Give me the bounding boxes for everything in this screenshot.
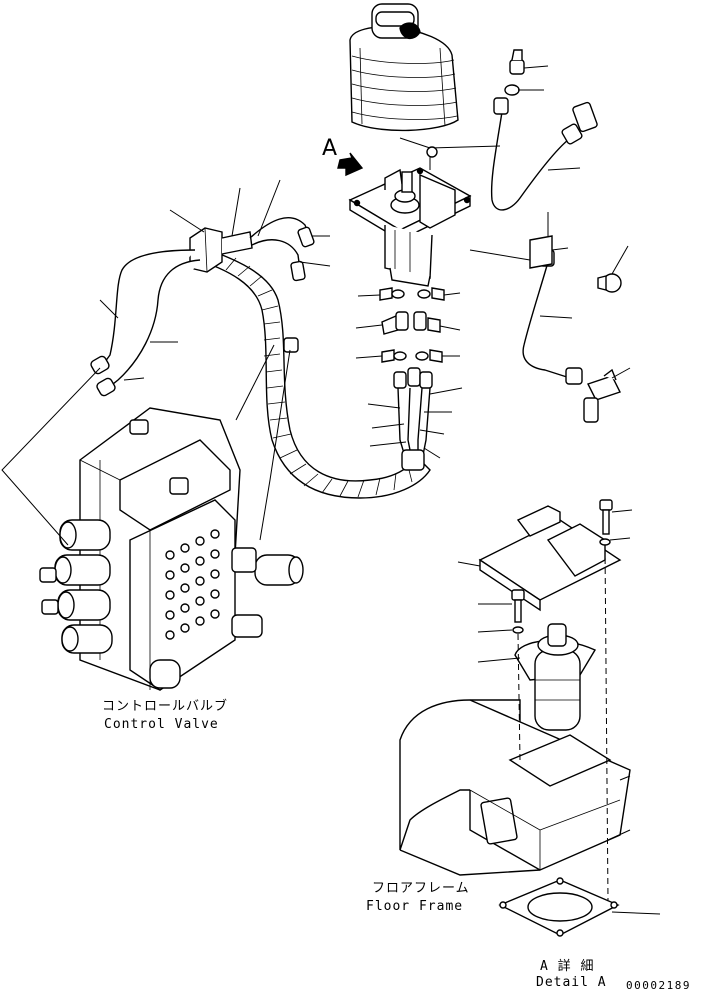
upper-hoses	[249, 217, 315, 282]
valve-solenoids	[39, 519, 113, 654]
control-valve-label-en: Control Valve	[104, 717, 219, 732]
detail-a	[399, 499, 631, 937]
left-hoses	[90, 249, 201, 397]
valve-leaders	[1, 344, 291, 546]
drawing-number: 00002189	[626, 979, 691, 992]
right-middle-hose	[522, 249, 622, 423]
lever-knob	[371, 3, 421, 39]
lever-boot	[349, 26, 459, 132]
valve-ports	[165, 529, 220, 640]
callout-leaders	[99, 65, 661, 915]
detail-a-label-jp: A 詳 細	[540, 959, 595, 974]
floor-frame-label-jp: フロアフレーム	[372, 881, 470, 896]
fittings-stack	[379, 287, 445, 389]
detail-arrow	[337, 152, 364, 177]
floor-frame-label-en: Floor Frame	[366, 899, 464, 914]
detail-marker-a: A	[322, 136, 338, 161]
right-upper-hose	[490, 49, 598, 211]
pilot-valve	[348, 167, 472, 287]
valve-right-plugs	[149, 547, 304, 689]
control-valve-label-jp: コントロールバルブ	[102, 699, 229, 714]
control-valve	[39, 407, 304, 691]
detail-a-label-en: Detail A	[536, 975, 607, 990]
